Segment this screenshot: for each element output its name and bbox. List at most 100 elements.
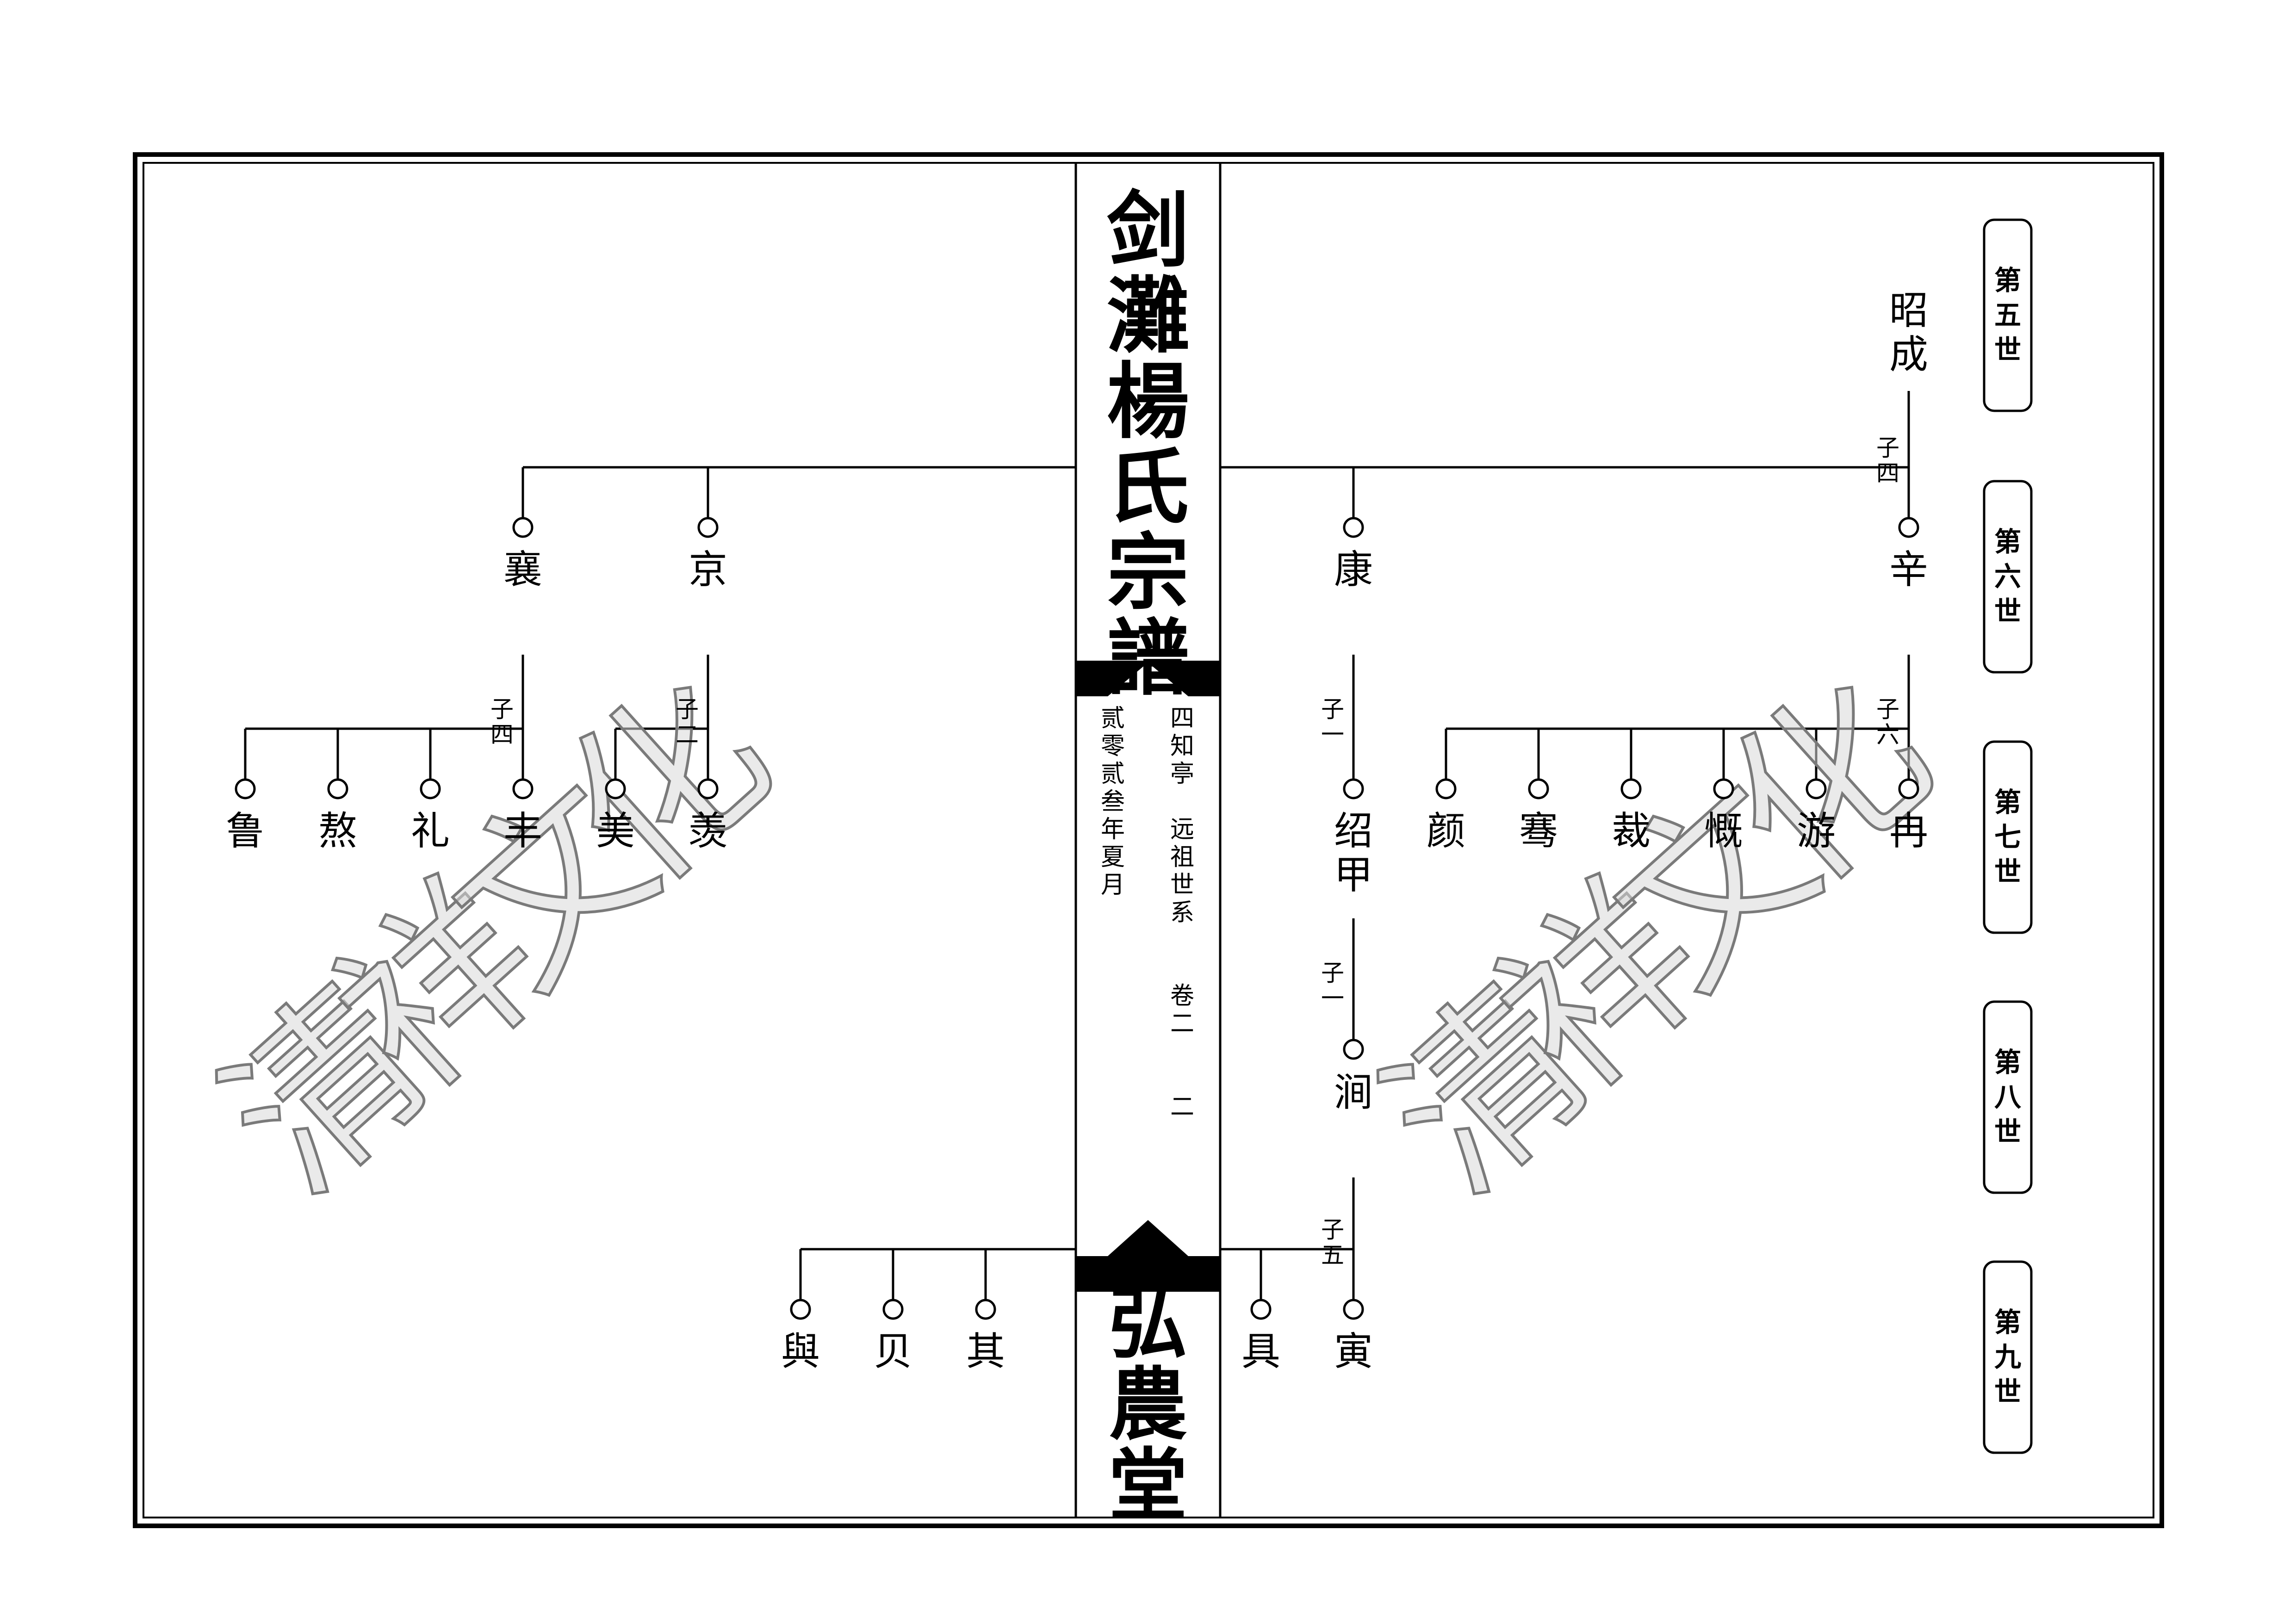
person-name: 丰 bbox=[503, 808, 542, 854]
person-xin: 辛 bbox=[1889, 517, 1928, 592]
node-circle bbox=[1806, 778, 1827, 799]
generation-char: 七 bbox=[1994, 821, 2021, 853]
person-name: 與 bbox=[781, 1329, 820, 1374]
child-count-char: 五 bbox=[1321, 1242, 1344, 1269]
generation-char: 第 bbox=[1994, 1047, 2021, 1078]
person-you: 游 bbox=[1797, 778, 1836, 854]
child-count-xin: 子六 bbox=[1876, 696, 1899, 748]
person-name-char: 甲 bbox=[1334, 852, 1373, 898]
compile-date-char: 月 bbox=[1101, 871, 1125, 899]
compile-date-char: 叁 bbox=[1101, 788, 1125, 816]
inner-frame bbox=[143, 162, 2154, 1518]
hall-char: 堂 bbox=[1109, 1439, 1187, 1532]
person-ao: 熬 bbox=[318, 778, 357, 854]
title-char: 剑 bbox=[1107, 182, 1189, 279]
person-xiang: 襄 bbox=[503, 517, 542, 592]
fishtail-top bbox=[1076, 661, 1220, 696]
child-count-char: 子 bbox=[490, 696, 514, 723]
generation-char: 九 bbox=[1994, 1341, 2021, 1373]
node-circle bbox=[1343, 517, 1364, 538]
person-name: 具 bbox=[1241, 1329, 1280, 1374]
node-circle bbox=[975, 1299, 996, 1320]
person-name-char: 绍 bbox=[1334, 808, 1373, 854]
person-name: 裁 bbox=[1612, 808, 1651, 854]
child-count-char: 二 bbox=[676, 721, 699, 748]
node-circle bbox=[1528, 778, 1549, 799]
child-count-char: 子 bbox=[1876, 696, 1899, 723]
child-count-jing: 子二 bbox=[676, 696, 699, 748]
volume-info-char: 亭 bbox=[1170, 760, 1194, 788]
person-yin: 寅 bbox=[1334, 1299, 1373, 1374]
person-name: 礼 bbox=[411, 808, 450, 854]
node-circle bbox=[605, 778, 626, 799]
person-name: 寅 bbox=[1334, 1329, 1373, 1374]
person-name: 康 bbox=[1334, 547, 1373, 592]
tree-lines bbox=[244, 391, 1910, 1301]
person-name-char: 成 bbox=[1889, 332, 1928, 377]
person-kai: 慨 bbox=[1704, 778, 1743, 854]
node-circle bbox=[235, 778, 256, 799]
person-xian: 羡 bbox=[689, 778, 727, 854]
child-count-xiang: 子四 bbox=[490, 696, 514, 748]
person-zhaocheng: 昭成 bbox=[1889, 288, 1928, 377]
person-name: 辛 bbox=[1889, 547, 1928, 592]
hall-name: 弘農堂 bbox=[1109, 1277, 1187, 1532]
node-circle bbox=[882, 1299, 904, 1320]
generation-char: 世 bbox=[1994, 334, 2021, 365]
child-count-char: 子 bbox=[1321, 1216, 1344, 1243]
person-kang: 康 bbox=[1334, 517, 1373, 592]
person-ju: 具 bbox=[1241, 1299, 1280, 1374]
volume-info-char: 世 bbox=[1170, 871, 1194, 899]
node-circle bbox=[1343, 778, 1364, 799]
generation-char: 八 bbox=[1994, 1081, 2022, 1113]
fishtail-bottom bbox=[1076, 1220, 1220, 1292]
person-name: 游 bbox=[1797, 808, 1836, 854]
person-bei: 贝 bbox=[874, 1299, 912, 1374]
node-circle bbox=[327, 778, 348, 799]
generation-char: 世 bbox=[1994, 1376, 2021, 1407]
compile-date-char: 贰 bbox=[1101, 760, 1125, 788]
hall-char: 弘 bbox=[1109, 1277, 1187, 1370]
generation-label: 第八世 bbox=[1994, 1047, 2022, 1147]
compile-date-char: 年 bbox=[1101, 816, 1125, 843]
title-char: 灘 bbox=[1107, 267, 1189, 364]
volume-info-char: 二 bbox=[1170, 1093, 1194, 1121]
title-char: 氏 bbox=[1107, 439, 1189, 535]
person-mei: 美 bbox=[596, 778, 635, 854]
child-count-char: 四 bbox=[1876, 460, 1899, 487]
generation-char: 世 bbox=[1994, 1116, 2021, 1147]
hall-char: 農 bbox=[1109, 1358, 1187, 1451]
node-circle bbox=[512, 517, 534, 538]
node-circle bbox=[420, 778, 441, 799]
child-count-zhaocheng: 子四 bbox=[1876, 434, 1899, 487]
person-jing: 京 bbox=[689, 517, 727, 592]
compile-date-char: 夏 bbox=[1101, 843, 1125, 871]
title-char: 楊 bbox=[1107, 353, 1189, 450]
node-circle bbox=[1250, 1299, 1272, 1320]
volume-info-char: 系 bbox=[1170, 899, 1194, 927]
volume-info-char: 卷 bbox=[1170, 982, 1194, 1010]
volume-info-char: 远 bbox=[1170, 816, 1194, 843]
person-name: 其 bbox=[966, 1329, 1005, 1374]
child-count-char: 四 bbox=[490, 721, 514, 748]
generation-char: 第 bbox=[1994, 1307, 2021, 1338]
node-circle bbox=[697, 517, 719, 538]
child-count-char: 六 bbox=[1876, 721, 1899, 748]
child-count-jian2: 子五 bbox=[1321, 1216, 1344, 1269]
person-name: 熬 bbox=[318, 808, 357, 854]
node-circle bbox=[1343, 1299, 1364, 1320]
person-jian2: 涧 bbox=[1334, 1039, 1373, 1115]
person-name: 羡 bbox=[689, 808, 727, 854]
person-yu: 與 bbox=[781, 1299, 820, 1374]
generation-label: 第七世 bbox=[1994, 787, 2021, 887]
generation-char: 六 bbox=[1994, 561, 2021, 592]
generation-label: 第六世 bbox=[1994, 526, 2021, 627]
generation-char: 世 bbox=[1994, 595, 2021, 627]
person-name: 鲁 bbox=[226, 808, 265, 854]
